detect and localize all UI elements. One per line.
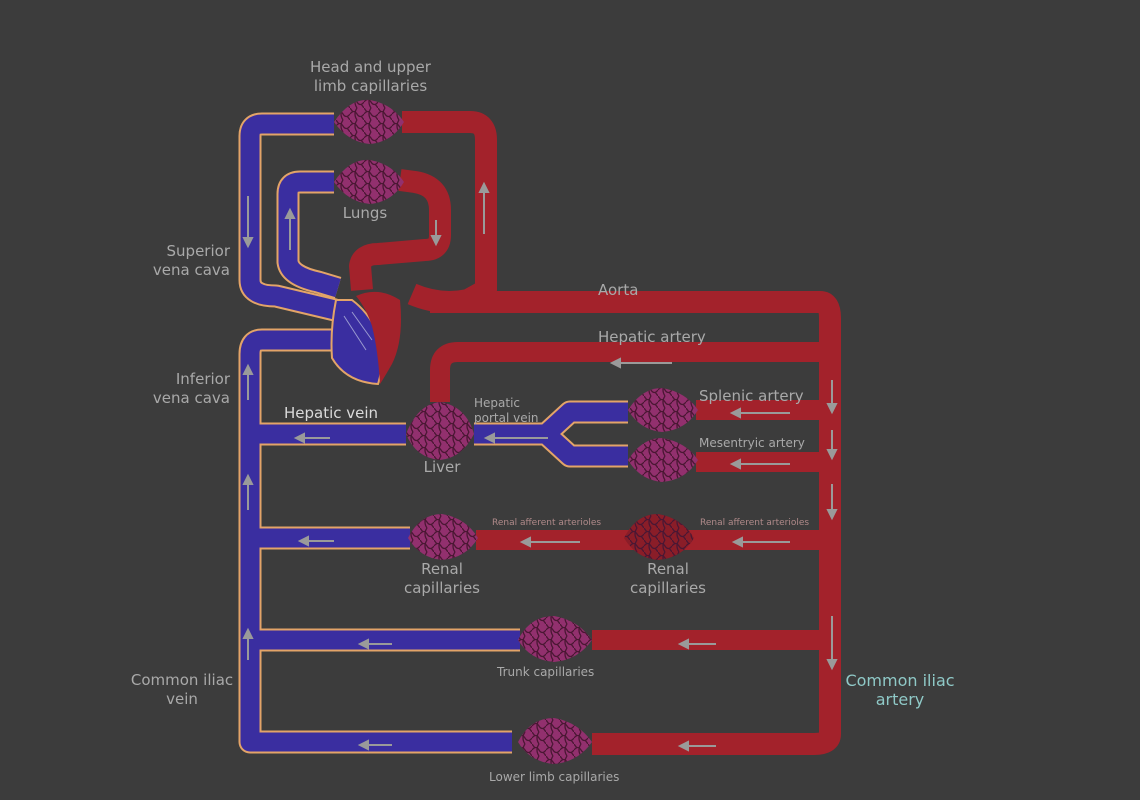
arrow-left bbox=[483, 432, 548, 444]
renal-afferent-arterioles-label-1: Renal afferent arterioles bbox=[492, 518, 602, 528]
arrow-down bbox=[242, 196, 254, 249]
hepatic-portal-vein-label: Hepatic portal vein bbox=[474, 396, 539, 425]
arrow-down bbox=[826, 380, 838, 415]
inferior-vena-cava-label: Inferior vena cava bbox=[152, 370, 230, 407]
capillary-beds bbox=[334, 99, 698, 764]
hepatic-artery-vessel bbox=[430, 342, 830, 402]
trunk-capillary-bed bbox=[518, 616, 592, 662]
superior-vena-cava-vessel bbox=[240, 114, 338, 320]
common-iliac-artery-label: Common iliac artery bbox=[845, 671, 955, 709]
arrow-left bbox=[357, 638, 392, 650]
renal-capillary-bed-1 bbox=[408, 514, 478, 560]
lower-limb-capillaries-label: Lower limb capillaries bbox=[489, 770, 620, 784]
pulmonary-artery bbox=[349, 169, 451, 291]
arrow-left bbox=[609, 357, 672, 369]
arrow-up bbox=[478, 181, 490, 234]
aorta-descending bbox=[430, 291, 841, 755]
inferior-vena-cava-vessel bbox=[240, 330, 512, 752]
aorta-label: Aorta bbox=[598, 281, 639, 299]
mesentryic-capillary-bed bbox=[628, 438, 698, 482]
arrow-up bbox=[284, 207, 296, 250]
arrow-up bbox=[242, 363, 254, 400]
pulmonary-vein bbox=[278, 172, 341, 298]
lung-capillary-bed bbox=[334, 159, 404, 204]
hepatic-vein-label: Hepatic vein bbox=[284, 404, 379, 422]
flow-arrows bbox=[242, 181, 838, 752]
hepatic-artery-label: Hepatic artery bbox=[598, 328, 706, 346]
arrow-down bbox=[430, 220, 442, 247]
common-iliac-vein-label: Common iliac vein bbox=[130, 671, 234, 708]
arrow-left bbox=[293, 432, 330, 444]
arrow-down bbox=[826, 484, 838, 521]
arrow-left bbox=[357, 739, 392, 751]
superior-vena-cava-label: Superior vena cava bbox=[152, 242, 230, 279]
arrow-left bbox=[677, 740, 716, 752]
liver-capillary-bed bbox=[406, 402, 474, 460]
arrow-left bbox=[729, 407, 790, 419]
heart-left-side bbox=[356, 291, 401, 384]
head-capillaries-label: Head and upper limb capillaries bbox=[310, 58, 431, 95]
trunk-capillaries-label: Trunk capillaries bbox=[497, 665, 595, 679]
heart-right-side bbox=[330, 299, 383, 386]
veins bbox=[238, 112, 628, 754]
arrow-up bbox=[242, 473, 254, 510]
renal-afferent-arterioles-label-2: Renal afferent arterioles bbox=[700, 518, 810, 528]
arrow-down bbox=[826, 616, 838, 671]
arrow-down bbox=[826, 430, 838, 461]
splenic-capillary-bed bbox=[628, 388, 698, 432]
liver-label: Liver bbox=[423, 458, 461, 476]
lower-limb-capillary-bed bbox=[518, 718, 592, 764]
arrow-left bbox=[731, 536, 790, 548]
arrow-up bbox=[242, 627, 254, 660]
arrow-left bbox=[519, 536, 580, 548]
splenic-artery-label: Splenic artery bbox=[699, 387, 804, 405]
hepatic-portal-vein-vessel bbox=[474, 402, 628, 466]
renal-capillary-bed-2 bbox=[624, 514, 694, 560]
arrow-left bbox=[677, 638, 716, 650]
renal-capillaries-label-1: Renal capillaries bbox=[403, 560, 481, 597]
arrow-left bbox=[729, 458, 790, 470]
heart bbox=[330, 291, 401, 386]
mesentryic-artery-label: Mesentryic artery bbox=[699, 436, 805, 450]
arrow-left bbox=[297, 535, 334, 547]
renal-capillaries-label-2: Renal capillaries bbox=[629, 560, 707, 597]
lungs-label: Lungs bbox=[342, 204, 388, 222]
head-capillary-bed bbox=[334, 99, 404, 144]
